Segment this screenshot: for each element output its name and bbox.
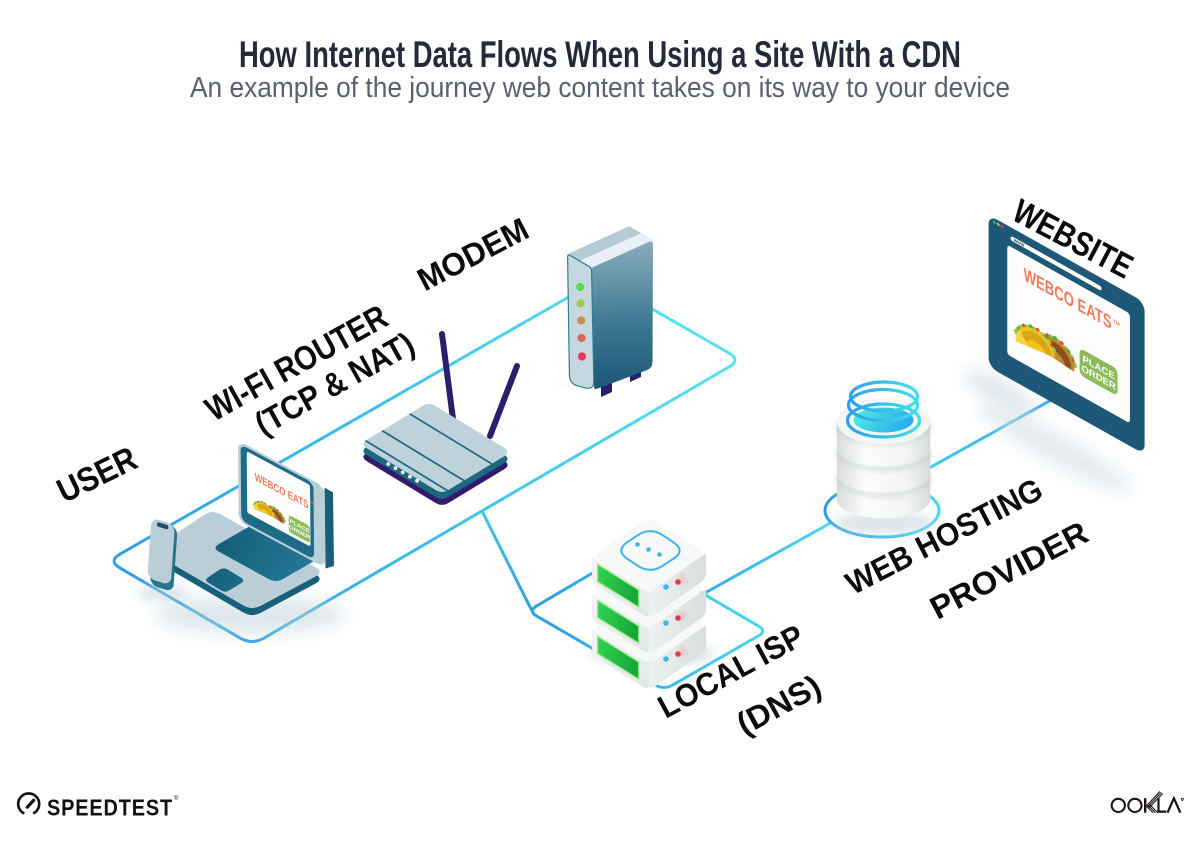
svg-text:TM: TM xyxy=(1113,319,1121,329)
svg-text:SPEEDTEST: SPEEDTEST xyxy=(47,795,173,821)
svg-text:How Internet Data Flows When U: How Internet Data Flows When Using a Sit… xyxy=(239,34,961,75)
svg-text:TM: TM xyxy=(309,500,314,506)
svg-text:®: ® xyxy=(174,795,179,802)
svg-text:An example of the journey web: An example of the journey web content ta… xyxy=(190,72,1010,104)
svg-text:WWW: WWW xyxy=(1014,237,1025,248)
